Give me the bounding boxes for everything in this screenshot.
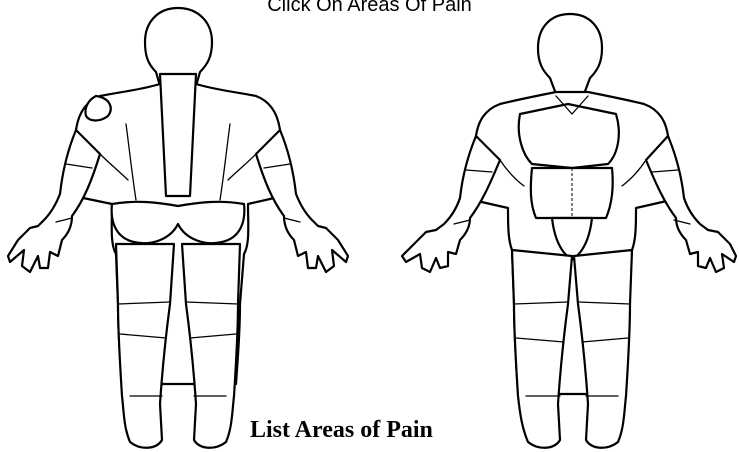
front-body-figure[interactable] bbox=[396, 4, 739, 452]
back-left-shoulder-region[interactable] bbox=[85, 96, 110, 121]
list-areas-of-pain-label: List Areas of Pain bbox=[246, 417, 437, 444]
back-right-arm-region[interactable] bbox=[256, 130, 348, 272]
back-left-arm-region[interactable] bbox=[8, 130, 100, 272]
back-spine-region[interactable] bbox=[160, 74, 196, 196]
front-right-arm-region[interactable] bbox=[646, 136, 736, 272]
back-right-leg-region[interactable] bbox=[182, 244, 240, 448]
front-right-leg-region[interactable] bbox=[574, 250, 632, 448]
front-left-arm-region[interactable] bbox=[402, 136, 500, 272]
front-chest-region[interactable] bbox=[519, 104, 619, 168]
back-left-leg-region[interactable] bbox=[116, 244, 174, 448]
front-head-region[interactable] bbox=[538, 14, 602, 94]
back-body-figure[interactable] bbox=[0, 4, 360, 452]
front-left-leg-region[interactable] bbox=[512, 250, 572, 448]
